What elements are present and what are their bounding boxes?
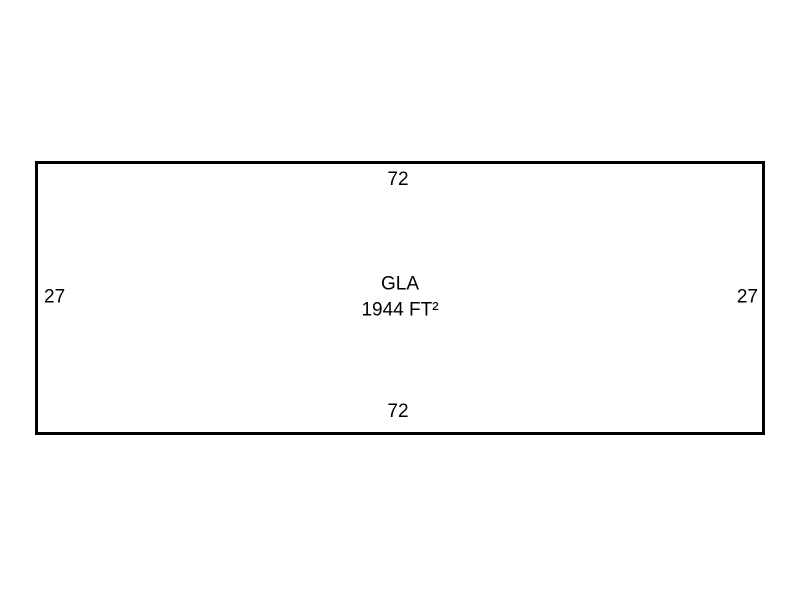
room-name-label: GLA — [380, 273, 420, 295]
dimension-label-left: 27 — [44, 286, 66, 308]
dimension-label-right: 27 — [736, 286, 758, 308]
gla-outline-rectangle — [35, 161, 765, 435]
room-area-label: 1944 FT² — [361, 299, 439, 320]
dimension-label-top: 72 — [387, 169, 409, 190]
room-label-block: GLA 1944 FT² — [361, 271, 438, 322]
dimension-label-bottom: 72 — [387, 401, 409, 422]
